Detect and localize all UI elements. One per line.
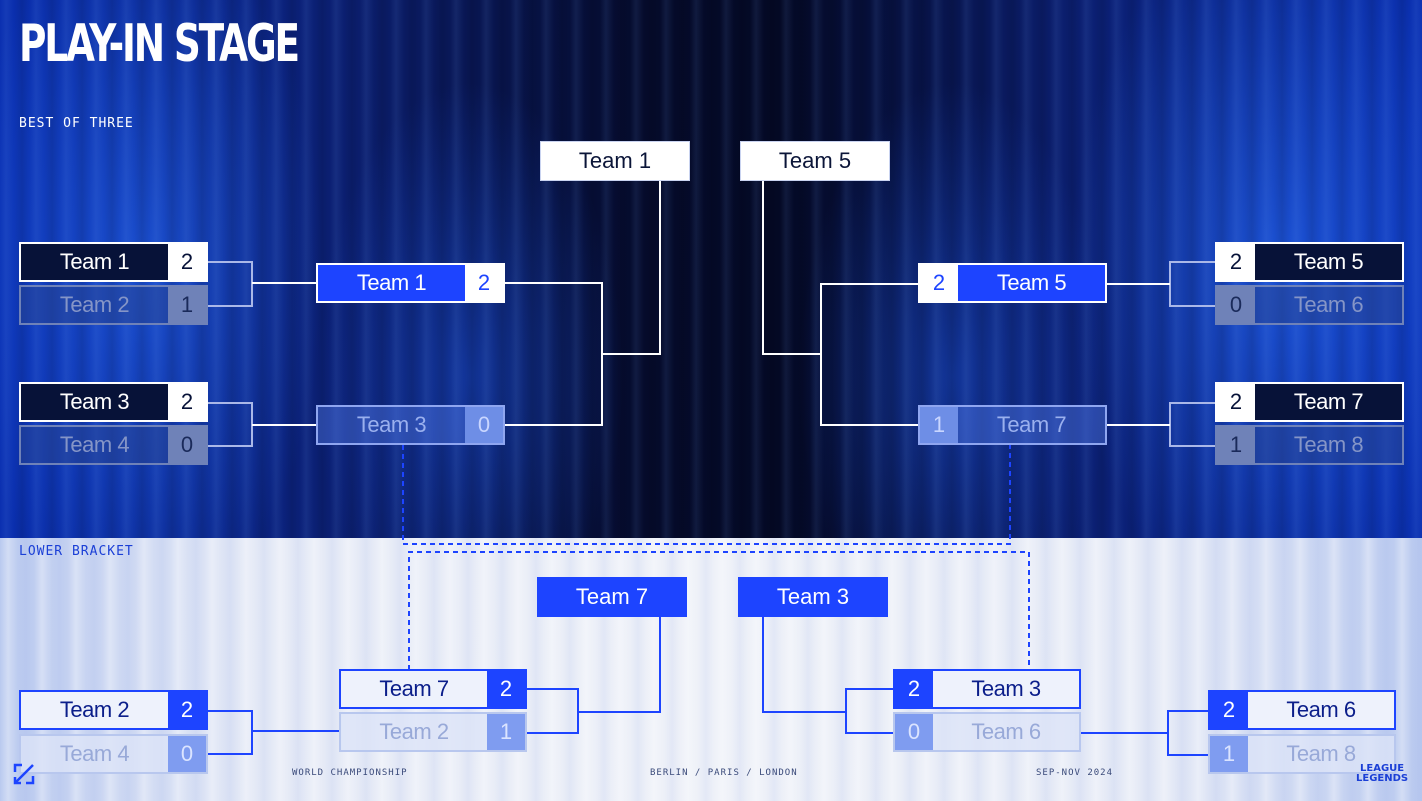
team-score: 2 (487, 671, 525, 707)
team-name: Team 5 (996, 270, 1067, 295)
lower-bracket-background (0, 538, 1422, 801)
team-name: Team 6 (971, 719, 1041, 744)
host-cities: BERLIN / PARIS / LONDON (650, 768, 798, 778)
logo-line-2: LEGENDS (1356, 773, 1409, 784)
upper-left-final-row1[interactable]: Team 1 2 (316, 263, 505, 303)
team-name: Team 2 (59, 697, 130, 722)
team-name: Team 8 (1293, 432, 1364, 457)
team-score: 2 (1210, 692, 1248, 728)
league-of-legends-logo: LEAGUE LEGENDS (1356, 764, 1408, 784)
upper-left-final-row2[interactable]: Team 3 0 (316, 405, 505, 445)
upper-left-match1-row1[interactable]: Team 1 2 (19, 242, 208, 282)
upper-left-match2-row1[interactable]: Team 3 2 (19, 382, 208, 422)
format-label: BEST OF THREE (19, 116, 134, 131)
team-score: 2 (1217, 384, 1255, 420)
team-score: 1 (1217, 427, 1255, 463)
team-score: 0 (465, 407, 503, 443)
team-name: Team 7 (996, 412, 1067, 437)
team-name: Team 6 (1286, 697, 1356, 722)
team-name: Team 2 (59, 292, 130, 317)
upper-right-final-row2[interactable]: 1 Team 7 (918, 405, 1107, 445)
team-name: Team 8 (1286, 741, 1356, 766)
upper-right-match1-row1[interactable]: 2 Team 5 (1215, 242, 1404, 282)
upper-left-match1-row2[interactable]: Team 2 1 (19, 285, 208, 325)
upper-right-match2-row1[interactable]: 2 Team 7 (1215, 382, 1404, 422)
team-name: Team 1 (356, 270, 427, 295)
upper-left-match2-row2[interactable]: Team 4 0 (19, 425, 208, 465)
lower-left-qualified-team[interactable]: Team 7 (537, 577, 687, 617)
team-score: 1 (920, 407, 958, 443)
lower-right-final-row1[interactable]: 2 Team 3 (893, 669, 1081, 709)
lower-right-qualified-team[interactable]: Team 3 (738, 577, 888, 617)
page-title: PLAY-IN STAGE (19, 14, 300, 74)
team-name: Team 2 (379, 719, 449, 744)
team-name: Team 3 (59, 389, 130, 414)
logo-line-1: LEAGUE (1360, 763, 1405, 774)
event-name: WORLD CHAMPIONSHIP (292, 768, 408, 778)
lower-left-opening-row1[interactable]: Team 2 2 (19, 690, 208, 730)
team-score: 1 (1210, 736, 1248, 772)
team-name: Team 3 (971, 676, 1041, 701)
team-score: 2 (168, 244, 206, 280)
team-name: Team 3 (356, 412, 427, 437)
team-name: Team 6 (1293, 292, 1364, 317)
event-dates: SEP-NOV 2024 (1036, 768, 1114, 778)
team-name: Team 1 (59, 249, 130, 274)
team-name: Team 7 (379, 676, 449, 701)
upper-right-match1-row2[interactable]: 0 Team 6 (1215, 285, 1404, 325)
team-score: 0 (168, 427, 206, 463)
team-name: Team 7 (1293, 389, 1364, 414)
team-score: 2 (920, 265, 958, 301)
team-score: 2 (1217, 244, 1255, 280)
team-score: 0 (895, 714, 933, 750)
lower-right-final-row2[interactable]: 0 Team 6 (893, 712, 1081, 752)
upper-right-match2-row2[interactable]: 1 Team 8 (1215, 425, 1404, 465)
lower-left-final-row2[interactable]: Team 2 1 (339, 712, 527, 752)
upper-right-final-row1[interactable]: 2 Team 5 (918, 263, 1107, 303)
team-score: 1 (487, 714, 525, 750)
team-score: 2 (168, 692, 206, 728)
team-score: 0 (1217, 287, 1255, 323)
lower-bracket-label: LOWER BRACKET (19, 544, 134, 559)
team-score: 0 (168, 736, 206, 772)
lower-right-opening-row1[interactable]: 2 Team 6 (1208, 690, 1396, 730)
team-score: 2 (895, 671, 933, 707)
team-score: 1 (168, 287, 206, 323)
upper-right-qualified-team[interactable]: Team 5 (740, 141, 890, 181)
lower-right-opening-row2[interactable]: 1 Team 8 (1208, 734, 1396, 774)
upper-bracket-background (0, 0, 1422, 538)
expand-icon[interactable] (12, 762, 36, 786)
team-score: 2 (168, 384, 206, 420)
team-name: Team 5 (1293, 249, 1364, 274)
lower-left-opening-row2[interactable]: Team 4 0 (19, 734, 208, 774)
lower-left-final-row1[interactable]: Team 7 2 (339, 669, 527, 709)
team-name: Team 4 (59, 741, 130, 766)
upper-left-qualified-team[interactable]: Team 1 (540, 141, 690, 181)
team-name: Team 4 (59, 432, 130, 457)
team-score: 2 (465, 265, 503, 301)
